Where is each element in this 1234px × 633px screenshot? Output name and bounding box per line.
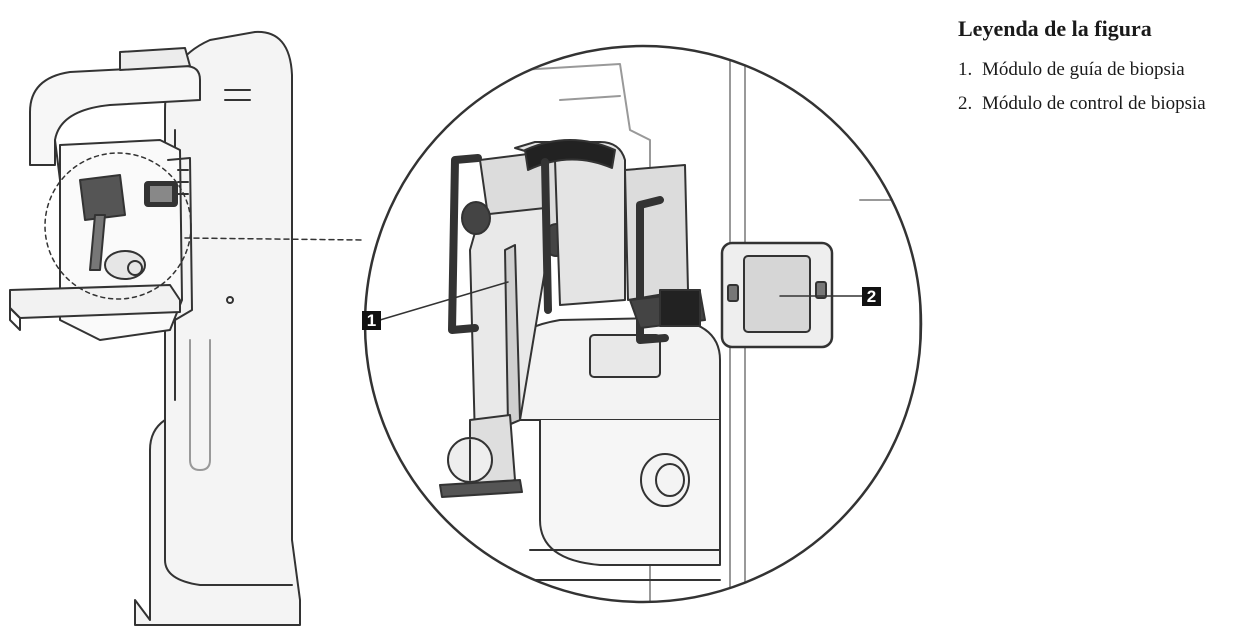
svg-text:1: 1: [367, 311, 376, 330]
legend-list: 1. Módulo de guía de biopsia 2. Módulo d…: [958, 58, 1228, 116]
legend-item-biopsy-guidance-module: 1. Módulo de guía de biopsia: [958, 58, 1228, 82]
legend-item-number: 2.: [958, 93, 973, 114]
legend-item-text: Módulo de control de biopsia: [982, 93, 1206, 114]
legend-item-biopsy-control-module: 2. Módulo de control de biopsia: [958, 92, 1228, 116]
legend-title: Leyenda de la figura: [958, 16, 1152, 41]
svg-text:2: 2: [867, 287, 876, 306]
callout-2: 2: [862, 287, 881, 306]
legend-item-text: Módulo de guía de biopsia: [982, 59, 1185, 80]
figure-legend: Leyenda de la figura 1. Módulo de guía d…: [958, 14, 1228, 126]
callout-1: 1: [362, 311, 381, 330]
mammography-system: [9, 30, 363, 626]
magnified-detail-view: [363, 44, 923, 604]
legend-item-number: 1.: [958, 59, 973, 80]
